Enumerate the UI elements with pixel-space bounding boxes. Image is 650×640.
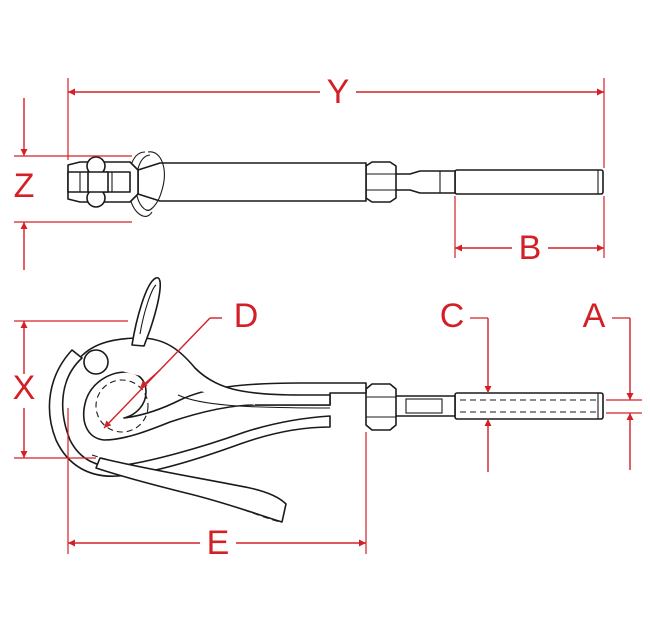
threaded-rod <box>454 392 604 420</box>
dim-label-x: X <box>13 369 36 407</box>
dim-label-e: E <box>207 524 230 562</box>
latch-leg <box>95 457 287 523</box>
jaw-opening-hidden <box>95 379 149 433</box>
neck <box>394 170 456 194</box>
dim-label-z: Z <box>14 167 35 205</box>
pelican-hook-top-view <box>67 151 604 217</box>
dim-label-d: D <box>234 297 259 335</box>
dimension-d: D <box>103 297 259 429</box>
dimension-x: X <box>13 320 128 459</box>
dim-label-y: Y <box>327 73 350 111</box>
dim-label-c: C <box>440 297 465 335</box>
hex-nut-top <box>365 161 397 203</box>
pivot-pin <box>83 349 109 375</box>
hook-body-top <box>137 162 367 202</box>
dimension-a: A <box>583 297 642 470</box>
dimension-c: C <box>440 297 492 472</box>
bail-ring-side <box>131 277 162 347</box>
hex-nut-side <box>365 383 397 431</box>
latch-arm <box>77 337 331 406</box>
dimension-b: B <box>454 196 605 267</box>
dim-label-b: B <box>519 229 542 267</box>
hook-tongue <box>48 349 331 477</box>
pelican-hook-side-view <box>48 277 604 523</box>
dim-label-a: A <box>583 297 606 335</box>
dimension-z: Z <box>14 98 132 270</box>
shank-rod <box>454 169 604 195</box>
dimension-y: Y <box>67 73 605 168</box>
dimension-e: E <box>67 408 367 562</box>
